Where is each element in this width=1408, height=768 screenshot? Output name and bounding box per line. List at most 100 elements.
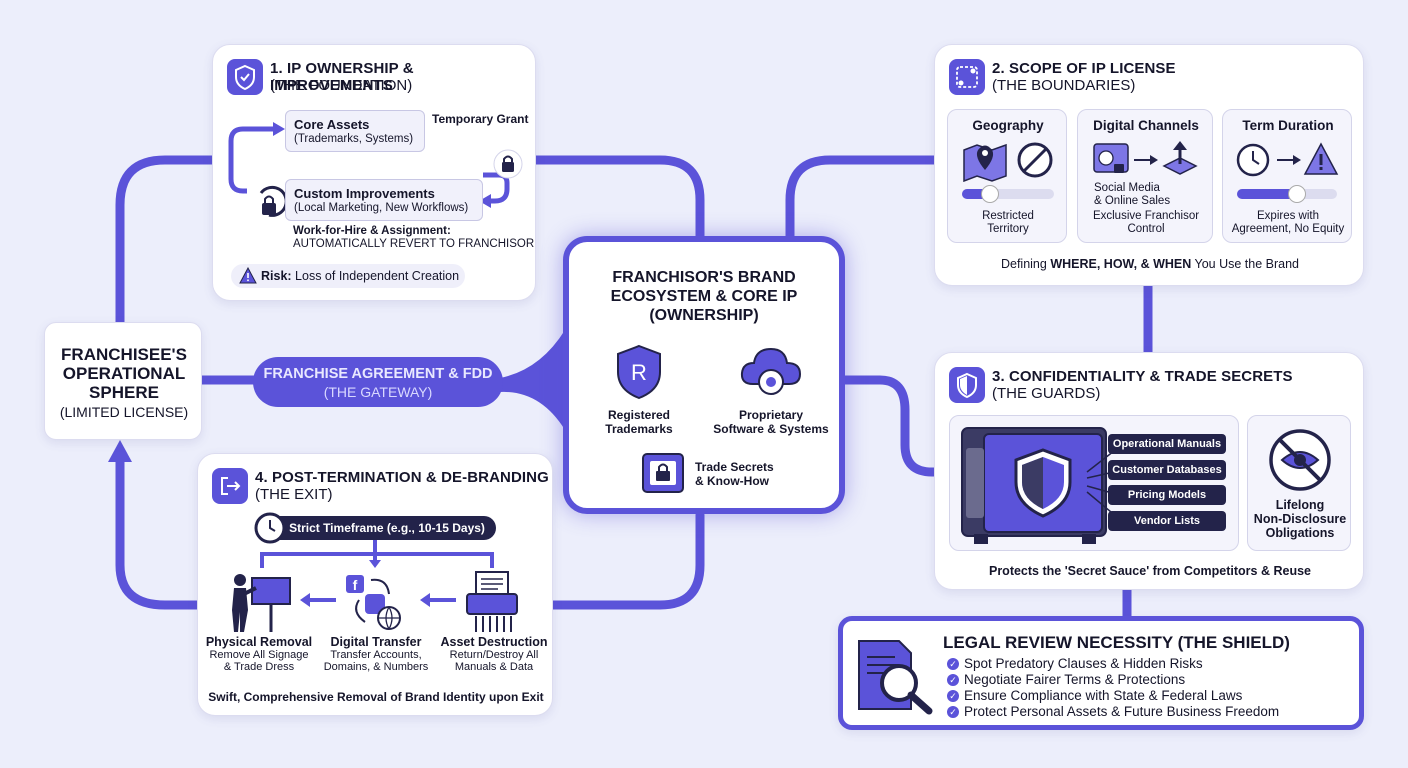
confidentiality-title: 3. CONFIDENTIALITY & TRADE SECRETS [992,368,1293,385]
custom-improvements-sub: (Local Marketing, New Workflows) [294,202,469,214]
social-transfer-icon: f [346,575,401,630]
safe-vault-icon [961,427,1107,544]
know-how-label: & Know-How [695,474,769,488]
post-termination-card: 4. POST-TERMINATION & DE-BRANDING (THE E… [197,453,553,716]
ip-ownership-card: 1. IP OWNERSHIP & IMPROVEMENTS (THE FOUN… [212,44,536,301]
trademarks-label: Trademarks [605,422,673,436]
core-title-1: FRANCHISOR'S BRAND [612,269,796,286]
vault-label: Vendor Lists [1108,511,1226,531]
temporary-grant-label: Temporary Grant [432,112,529,126]
nda-line-3: Obligations [1265,526,1335,540]
physical-removal-line-2: & Trade Dress [223,661,295,673]
term-slider-fill [1237,189,1297,199]
scope-subtitle: (THE BOUNDARIES) [992,77,1136,94]
legal-point: Spot Predatory Clauses & Hidden Risks [947,656,1203,671]
scope-footer-bold: WHERE, HOW, & WHEN [1050,257,1192,271]
vault-label: Customer Databases [1108,460,1226,480]
scope-footer-pre: Defining [1000,257,1051,271]
geography-panel: Geography Restricted Territory [947,109,1067,243]
confidentiality-footer: Protects the 'Secret Sauce' from Competi… [988,564,1311,578]
vault-panel: Operational Manuals Customer Databases P… [949,415,1239,551]
digital-online-label: & Online Sales [1094,195,1171,207]
nda-panel: Lifelong Non-Disclosure Obligations [1247,415,1351,551]
geography-slider-knob [981,185,999,203]
asset-destruction-line-2: Manuals & Data [454,661,534,673]
digital-channels-panel: Digital Channels Social Media & Online S… [1077,109,1213,243]
core-assets-box: Core Assets (Trademarks, Systems) [285,110,425,152]
timeframe-label: Strict Timeframe (e.g., 10-15 Days) [289,521,485,535]
work-for-hire-label: Work-for-Hire & Assignment: [293,225,451,237]
physical-removal-line-1: Remove All Signage [209,649,309,661]
core-ecosystem-box: FRANCHISOR'S BRAND ECOSYSTEM & CORE IP (… [563,236,845,514]
gateway-pill: FRANCHISE AGREEMENT & FDD (THE GATEWAY) [253,357,503,407]
route-map-icon [949,59,985,95]
risk-label: Risk: [261,269,292,283]
document-search-icon [858,640,933,715]
legal-point: Negotiate Fairer Terms & Protections [947,672,1185,687]
ownership-title: 1. IP OWNERSHIP & IMPROVEMENTS [270,60,414,94]
no-eye-icon [1269,429,1331,491]
auto-revert-label: AUTOMATICALLY REVERT TO FRANCHISOR [293,238,535,250]
nda-line-2: Non-Disclosure [1253,512,1347,526]
legal-point: Ensure Compliance with State & Federal L… [947,688,1242,703]
confidentiality-card: 3. CONFIDENTIALITY & TRADE SECRETS (THE … [934,352,1364,590]
digital-transfer-line-1: Transfer Accounts, [330,649,422,661]
term-slider [1237,185,1337,203]
vault-label: Pricing Models [1108,485,1226,505]
prohibited-icon [1017,142,1053,178]
franchisee-title-3: SPHERE [89,383,159,402]
exit-icon [212,468,248,504]
franchisee-subtitle: (LIMITED LICENSE) [59,404,189,420]
term-caption-2: Agreement, No Equity [1231,223,1345,235]
legal-review-card: LEGAL REVIEW NECESSITY (THE SHIELD) Spot… [838,616,1364,730]
core-title-2: ECOSYSTEM & CORE IP [610,288,798,305]
geography-slider-fill [962,189,990,199]
shredder-icon [466,571,518,632]
digital-transfer-line-2: Domains, & Numbers [323,661,429,673]
digital-social-label: Social Media [1094,182,1160,194]
vault-label: Operational Manuals [1108,434,1226,454]
term-slider-knob [1288,185,1306,203]
physical-removal-title: Physical Removal [205,635,313,649]
core-assets-sub: (Trademarks, Systems) [294,133,414,145]
risk-text: Loss of Independent Creation [291,269,460,283]
trade-secrets-label: Trade Secrets [695,460,774,474]
digital-title: Digital Channels [1093,118,1199,133]
proprietary-label: Proprietary [738,408,804,422]
safe-lock-icon [642,453,684,493]
custom-improvements-box: Custom Improvements (Local Marketing, Ne… [285,179,483,221]
map-pin-icon [963,143,1007,182]
confidentiality-subtitle: (THE GUARDS) [992,385,1101,402]
asset-destruction-title: Asset Destruction [440,635,548,649]
post-title: 4. POST-TERMINATION & DE-BRANDING [255,469,549,486]
franchisee-title-1: FRANCHISEE'S [61,345,187,364]
shield-check-icon [227,59,263,95]
timeframe-pill: Strict Timeframe (e.g., 10-15 Days) [256,516,496,540]
asset-destruction-line-1: Return/Destroy All [449,649,539,661]
legal-title: LEGAL REVIEW NECESSITY (THE SHIELD) [943,633,1290,652]
registered-trademark-icon: R [617,344,661,400]
geography-caption-1: Restricted [982,210,1034,222]
core-title-3: (OWNERSHIP) [649,307,759,324]
post-footer: Swift, Comprehensive Removal of Brand Id… [208,690,544,704]
digital-caption-1: Exclusive Franchisor [1092,210,1200,222]
exit-flow-arrows [260,540,494,607]
nda-line-1: Lifelong [1275,498,1325,512]
term-caption-1: Expires with [1257,210,1319,222]
timeframe-clock-icon [254,512,286,544]
registered-label: Registered [607,408,671,422]
digital-caption-2: Control [1127,223,1165,235]
svg-text:f: f [353,577,358,593]
franchisee-sphere-box: FRANCHISEE'S OPERATIONAL SPHERE (LIMITED… [44,322,202,440]
shield-icon [949,367,985,403]
geography-caption-2: Territory [987,223,1029,235]
clock-to-warning-icon [1236,142,1339,177]
franchisee-title-2: OPERATIONAL [62,364,186,383]
term-duration-panel: Term Duration Expires with Agreement, No… [1222,109,1352,243]
digital-transfer-title: Digital Transfer [330,635,422,649]
geography-slider [962,185,1054,203]
web-to-upload-icon [1093,141,1198,175]
gateway-subtitle: (THE GATEWAY) [323,384,433,400]
custom-improvements-label: Custom Improvements [294,186,435,201]
